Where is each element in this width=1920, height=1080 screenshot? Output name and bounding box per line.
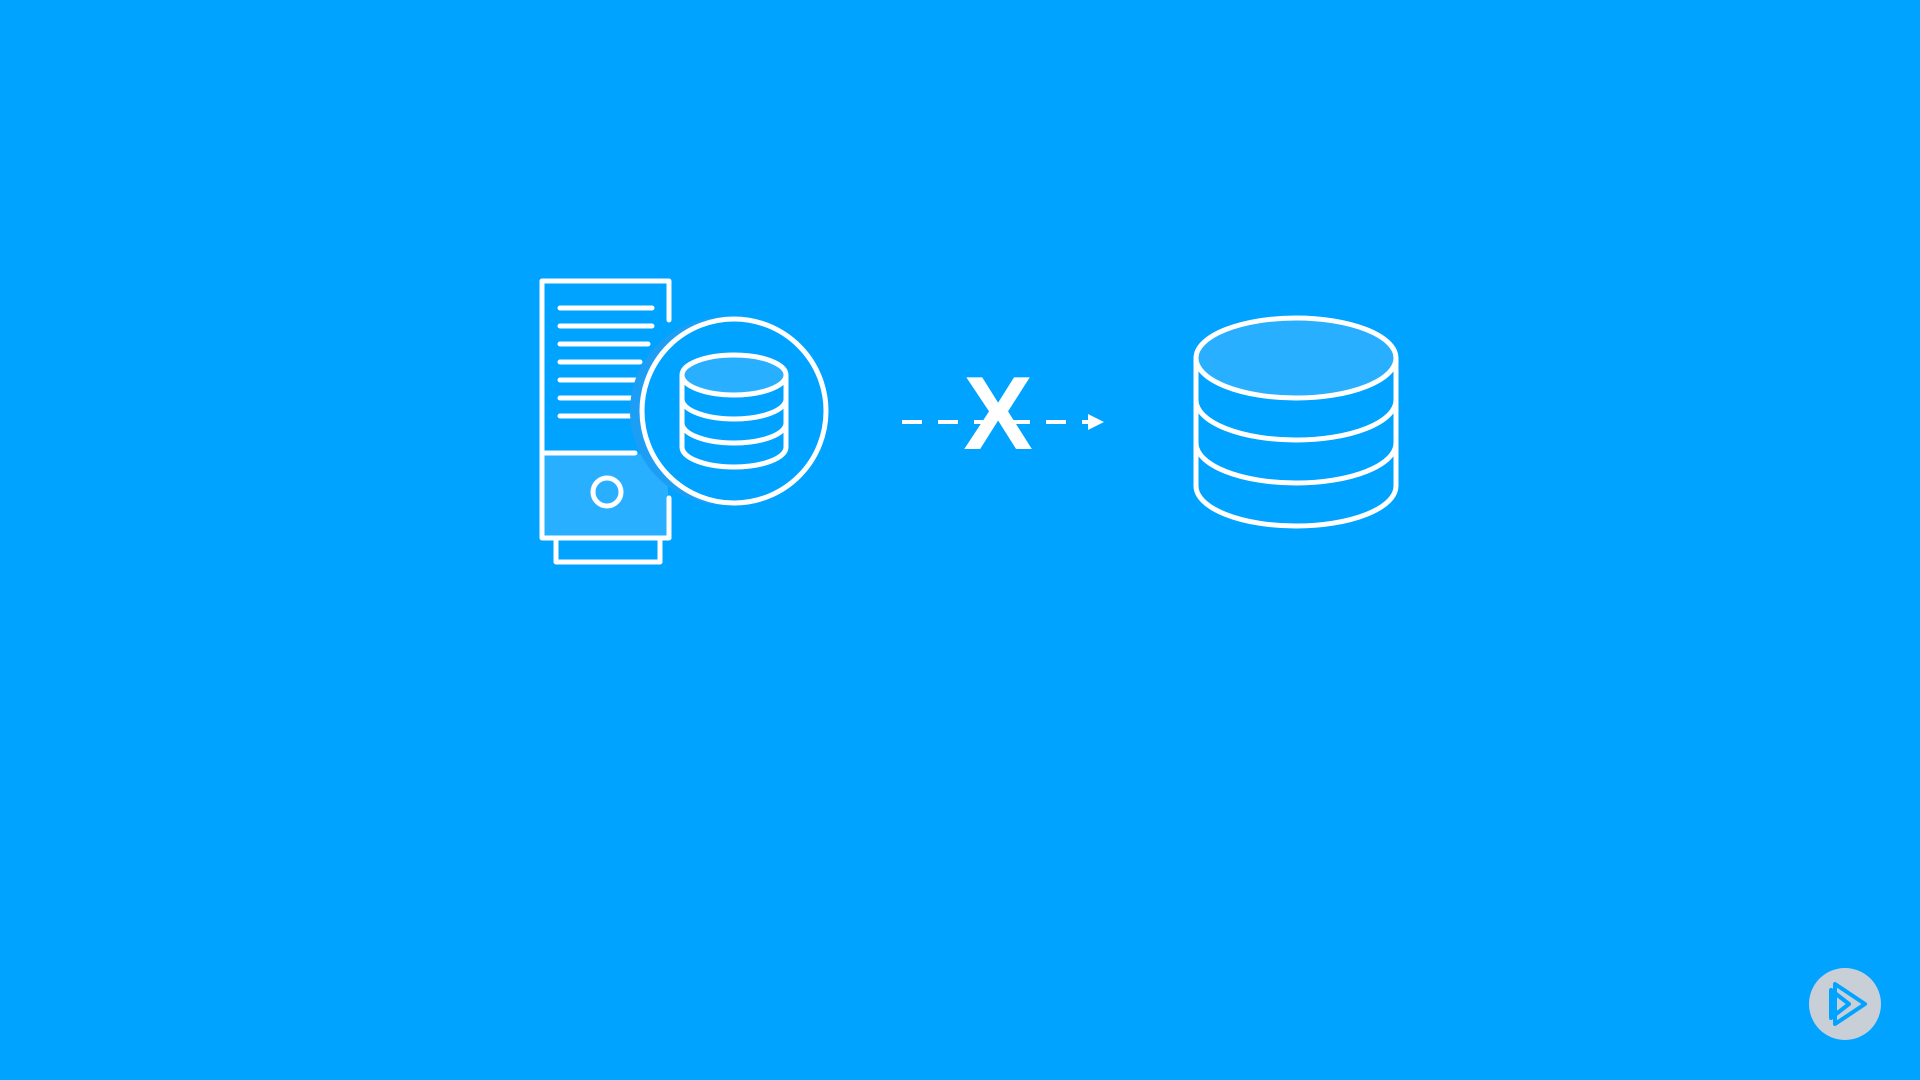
tower-outline [539, 278, 672, 541]
brand-badge [1809, 968, 1881, 1040]
tower-panel-fill [542, 454, 668, 538]
database-server-icon [539, 278, 829, 565]
pluralsight-play-icon [1829, 982, 1867, 1026]
tower-vent-lines [557, 305, 655, 419]
database-icon [1193, 315, 1399, 529]
arrow-head-icon [1088, 414, 1104, 430]
blocked-connection-arrow [902, 414, 1104, 430]
mini-database-icon [679, 352, 789, 470]
blocked-x-mark: X [963, 356, 1033, 472]
database-ring-2 [1193, 442, 1399, 486]
database-badge-circle [639, 316, 829, 506]
tower-base [553, 538, 663, 565]
database-ring-1 [1193, 399, 1399, 443]
power-button-icon [590, 475, 624, 509]
database-body [1193, 358, 1399, 529]
database-top [1193, 315, 1399, 401]
